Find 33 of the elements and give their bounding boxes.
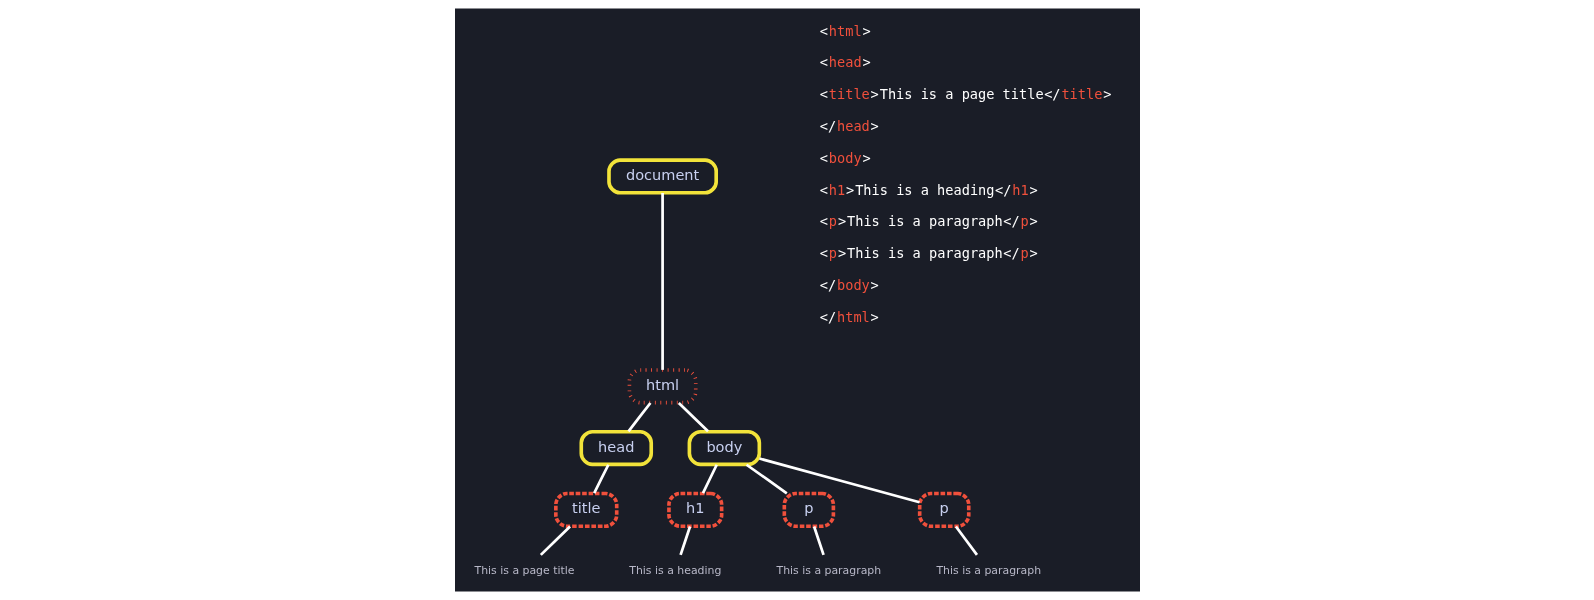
connector [592,464,610,494]
node-text: This is a paragraph [776,564,881,578]
connector [677,402,709,433]
node-box: p [782,491,835,529]
node-text: This is a heading [628,564,721,578]
connector [660,193,664,370]
connector [701,464,718,494]
connector [954,525,978,556]
label: <html> [819,22,871,39]
node-box: document [606,158,718,195]
node-box: head [578,429,653,467]
node-box: p [917,491,971,529]
node-box: title [553,491,619,529]
label: </html> [819,308,879,325]
connector [539,525,571,556]
connector [678,526,691,556]
label: <title>This is a page title</title> [819,86,1111,103]
label: <p>This is a paragraph</p> [819,213,1038,230]
label: </body> [819,277,879,294]
connector [758,457,920,504]
label: <head> [819,54,871,71]
label: <p>This is a paragraph</p> [819,245,1038,262]
connector [812,526,825,556]
connector [626,402,651,433]
label: <h1>This is a heading</h1> [819,181,1038,198]
node-box: body [687,429,761,467]
label: <body> [819,149,871,166]
node-text: This is a page title [474,564,574,578]
connector [745,463,788,495]
node-box: h1 [666,491,723,529]
label: </head> [819,118,879,135]
node-text: This is a paragraph [935,564,1041,578]
node-box: html [627,368,698,405]
